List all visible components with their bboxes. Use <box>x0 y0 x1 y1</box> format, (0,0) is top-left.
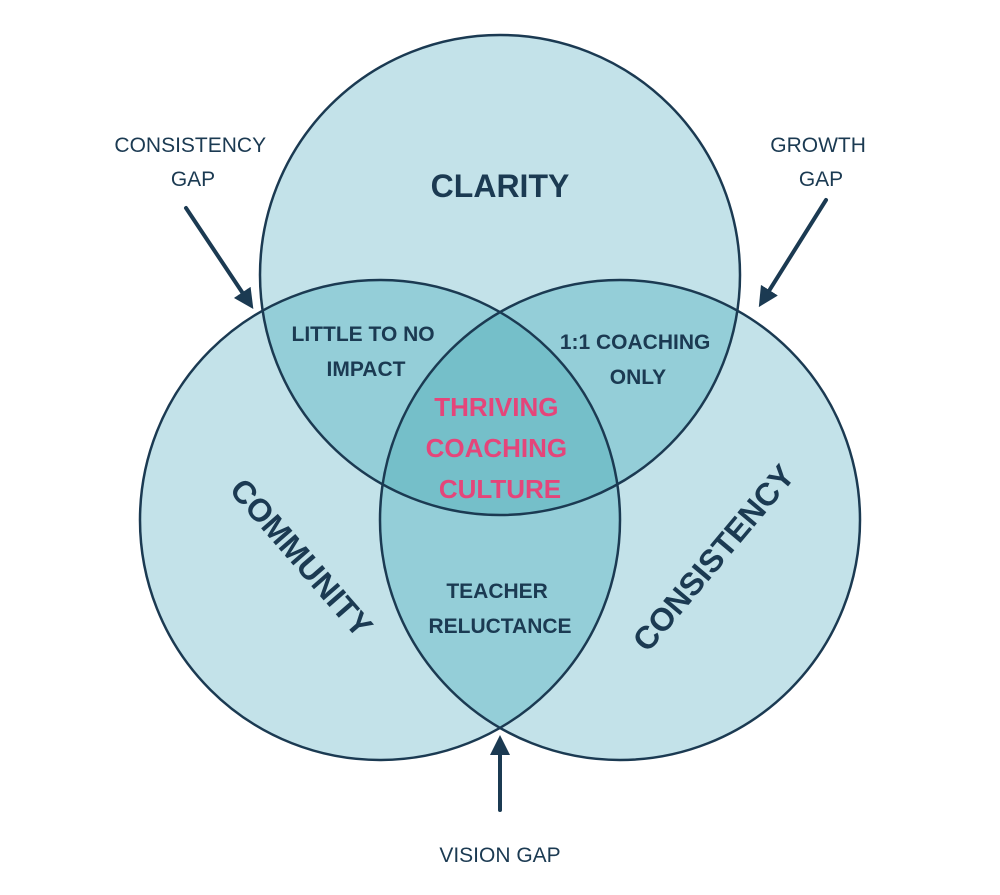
label-vision-gap: VISION GAP <box>439 844 560 867</box>
center-overlap <box>380 280 620 515</box>
label-consistency-gap: CONSISTENCY GAP <box>114 134 271 191</box>
overlap-all-three <box>380 280 620 515</box>
arrow-icon-growth-gap <box>758 198 828 308</box>
label-thriving-coaching-culture: THRIVING COACHING CULTURE <box>426 392 575 504</box>
arrows <box>184 198 828 812</box>
outline-consistency <box>378 278 862 762</box>
label-little-impact: LITTLE TO NO IMPACT <box>292 323 441 381</box>
label-coaching-only: 1:1 COACHING ONLY <box>560 331 716 389</box>
outline-clarity <box>258 33 742 517</box>
circle-outlines <box>138 33 862 762</box>
label-teacher-reluctance: TEACHER RELUCTANCE <box>428 580 571 638</box>
outline-community <box>138 278 622 762</box>
arrow-icon-consistency-gap <box>184 206 254 309</box>
label-growth-gap: GROWTH GAP <box>770 134 872 191</box>
label-clarity: CLARITY <box>431 168 570 204</box>
